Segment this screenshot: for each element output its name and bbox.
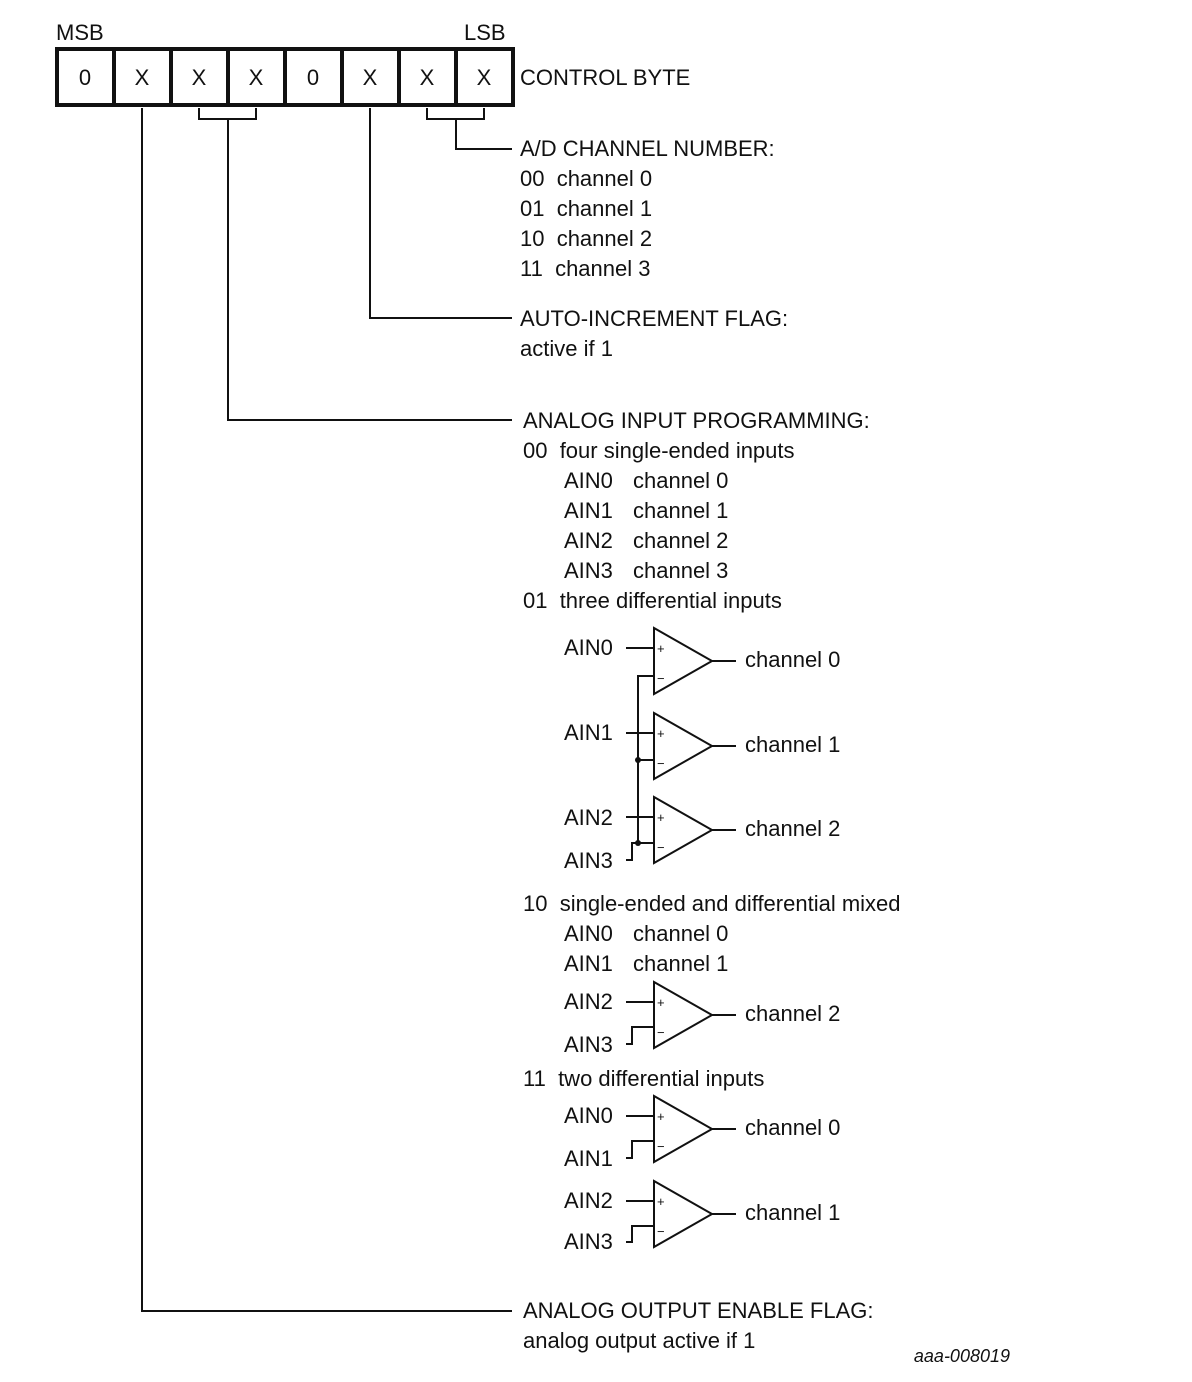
figure-reference: aaa-008019 [914,1346,1010,1366]
mode-11-differential-circuit: + − + − [626,1094,736,1249]
plus-sign: + [657,810,665,825]
bit-7: 0 [79,65,91,90]
mode-00-input-3: AIN3 [564,558,613,583]
mode-00-input-1: AIN1 [564,498,613,523]
mode-00-input-0: AIN0 [564,468,613,493]
mode-11-input-2: AIN2 [564,1188,613,1213]
junction-dot [635,757,641,763]
bit-5: X [192,65,207,90]
mode-00-input-2: AIN2 [564,528,613,553]
plus-sign: + [657,641,665,656]
mode-01-title: 01 three differential inputs [523,588,782,613]
amplifier-symbol [653,1094,715,1164]
plus-sign: + [657,1109,665,1124]
mode-10-channel-0: channel 0 [633,921,728,946]
mode-01-input-1: AIN1 [564,720,613,745]
bit-3: 0 [307,65,319,90]
mode-00-channel-3: channel 3 [633,558,728,583]
ad-channel-line-0: 00 channel 0 [520,166,652,191]
analog-output-heading: ANALOG OUTPUT ENABLE FLAG: [523,1298,873,1323]
ad-channel-line-2: 10 channel 2 [520,226,652,251]
bit-2: X [363,65,378,90]
mode-11-output-1: channel 1 [745,1200,840,1225]
mode-10-input-0: AIN0 [564,921,613,946]
mode-10-title: 10 single-ended and differential mixed [523,891,901,916]
minus-sign: − [657,756,665,771]
control-byte-title: CONTROL BYTE [520,65,690,90]
minus-sign: − [657,840,665,855]
minus-sign: − [657,671,665,686]
mode-10-diff-input-0: AIN2 [564,989,613,1014]
auto-increment-heading: AUTO-INCREMENT FLAG: [520,306,788,331]
mode-10-diff-input-1: AIN3 [564,1032,613,1057]
mode-01-output-1: channel 1 [745,732,840,757]
auto-increment-line: active if 1 [520,336,613,361]
ad-channel-heading: A/D CHANNEL NUMBER: [520,136,775,161]
bit-1: X [420,65,435,90]
plus-sign: + [657,1194,665,1209]
mode-01-input-0: AIN0 [564,635,613,660]
mode-10-input-1: AIN1 [564,951,613,976]
mode-11-output-0: channel 0 [745,1115,840,1140]
mode-11-input-3: AIN3 [564,1229,613,1254]
lsb-label: LSB [464,20,506,45]
mode-10-diff-output: channel 2 [745,1001,840,1026]
mode-00-channel-2: channel 2 [633,528,728,553]
ad-channel-line-3: 11 channel 3 [520,256,650,281]
amplifier-symbol [653,711,715,781]
plus-sign: + [657,995,665,1010]
mode-01-output-2: channel 2 [745,816,840,841]
mode-10-differential-circuit: + − [626,980,736,1050]
analog-output-line: analog output active if 1 [523,1328,755,1353]
minus-sign: − [657,1025,665,1040]
bit-0: X [477,65,492,90]
mode-11-title: 11 two differential inputs [523,1066,764,1091]
mode-11-input-1: AIN1 [564,1146,613,1171]
ad-channel-line-1: 01 channel 1 [520,196,652,221]
connector-lines [141,108,512,1312]
analog-input-heading: ANALOG INPUT PROGRAMMING: [523,408,870,433]
mode-00-channel-1: channel 1 [633,498,728,523]
mode-11-input-0: AIN0 [564,1103,613,1128]
bit-4: X [249,65,264,90]
amplifier-symbol [653,626,715,696]
amplifier-symbol [653,980,715,1050]
mode-01-output-0: channel 0 [745,647,840,672]
mode-01-input-2: AIN2 [564,805,613,830]
mode-00-channel-0: channel 0 [633,468,728,493]
minus-sign: − [657,1224,665,1239]
mode-01-differential-circuit: + − + − + − [626,626,736,865]
control-byte-register: 0 X X X 0 X X X [55,47,515,107]
mode-00-title: 00 four single-ended inputs [523,438,795,463]
msb-label: MSB [56,20,104,45]
junction-dot [635,840,641,846]
plus-sign: + [657,726,665,741]
amplifier-symbol [653,795,715,865]
bit-6: X [135,65,150,90]
mode-01-input-3: AIN3 [564,848,613,873]
mode-10-channel-1: channel 1 [633,951,728,976]
minus-sign: − [657,1139,665,1154]
amplifier-symbol [653,1179,715,1249]
